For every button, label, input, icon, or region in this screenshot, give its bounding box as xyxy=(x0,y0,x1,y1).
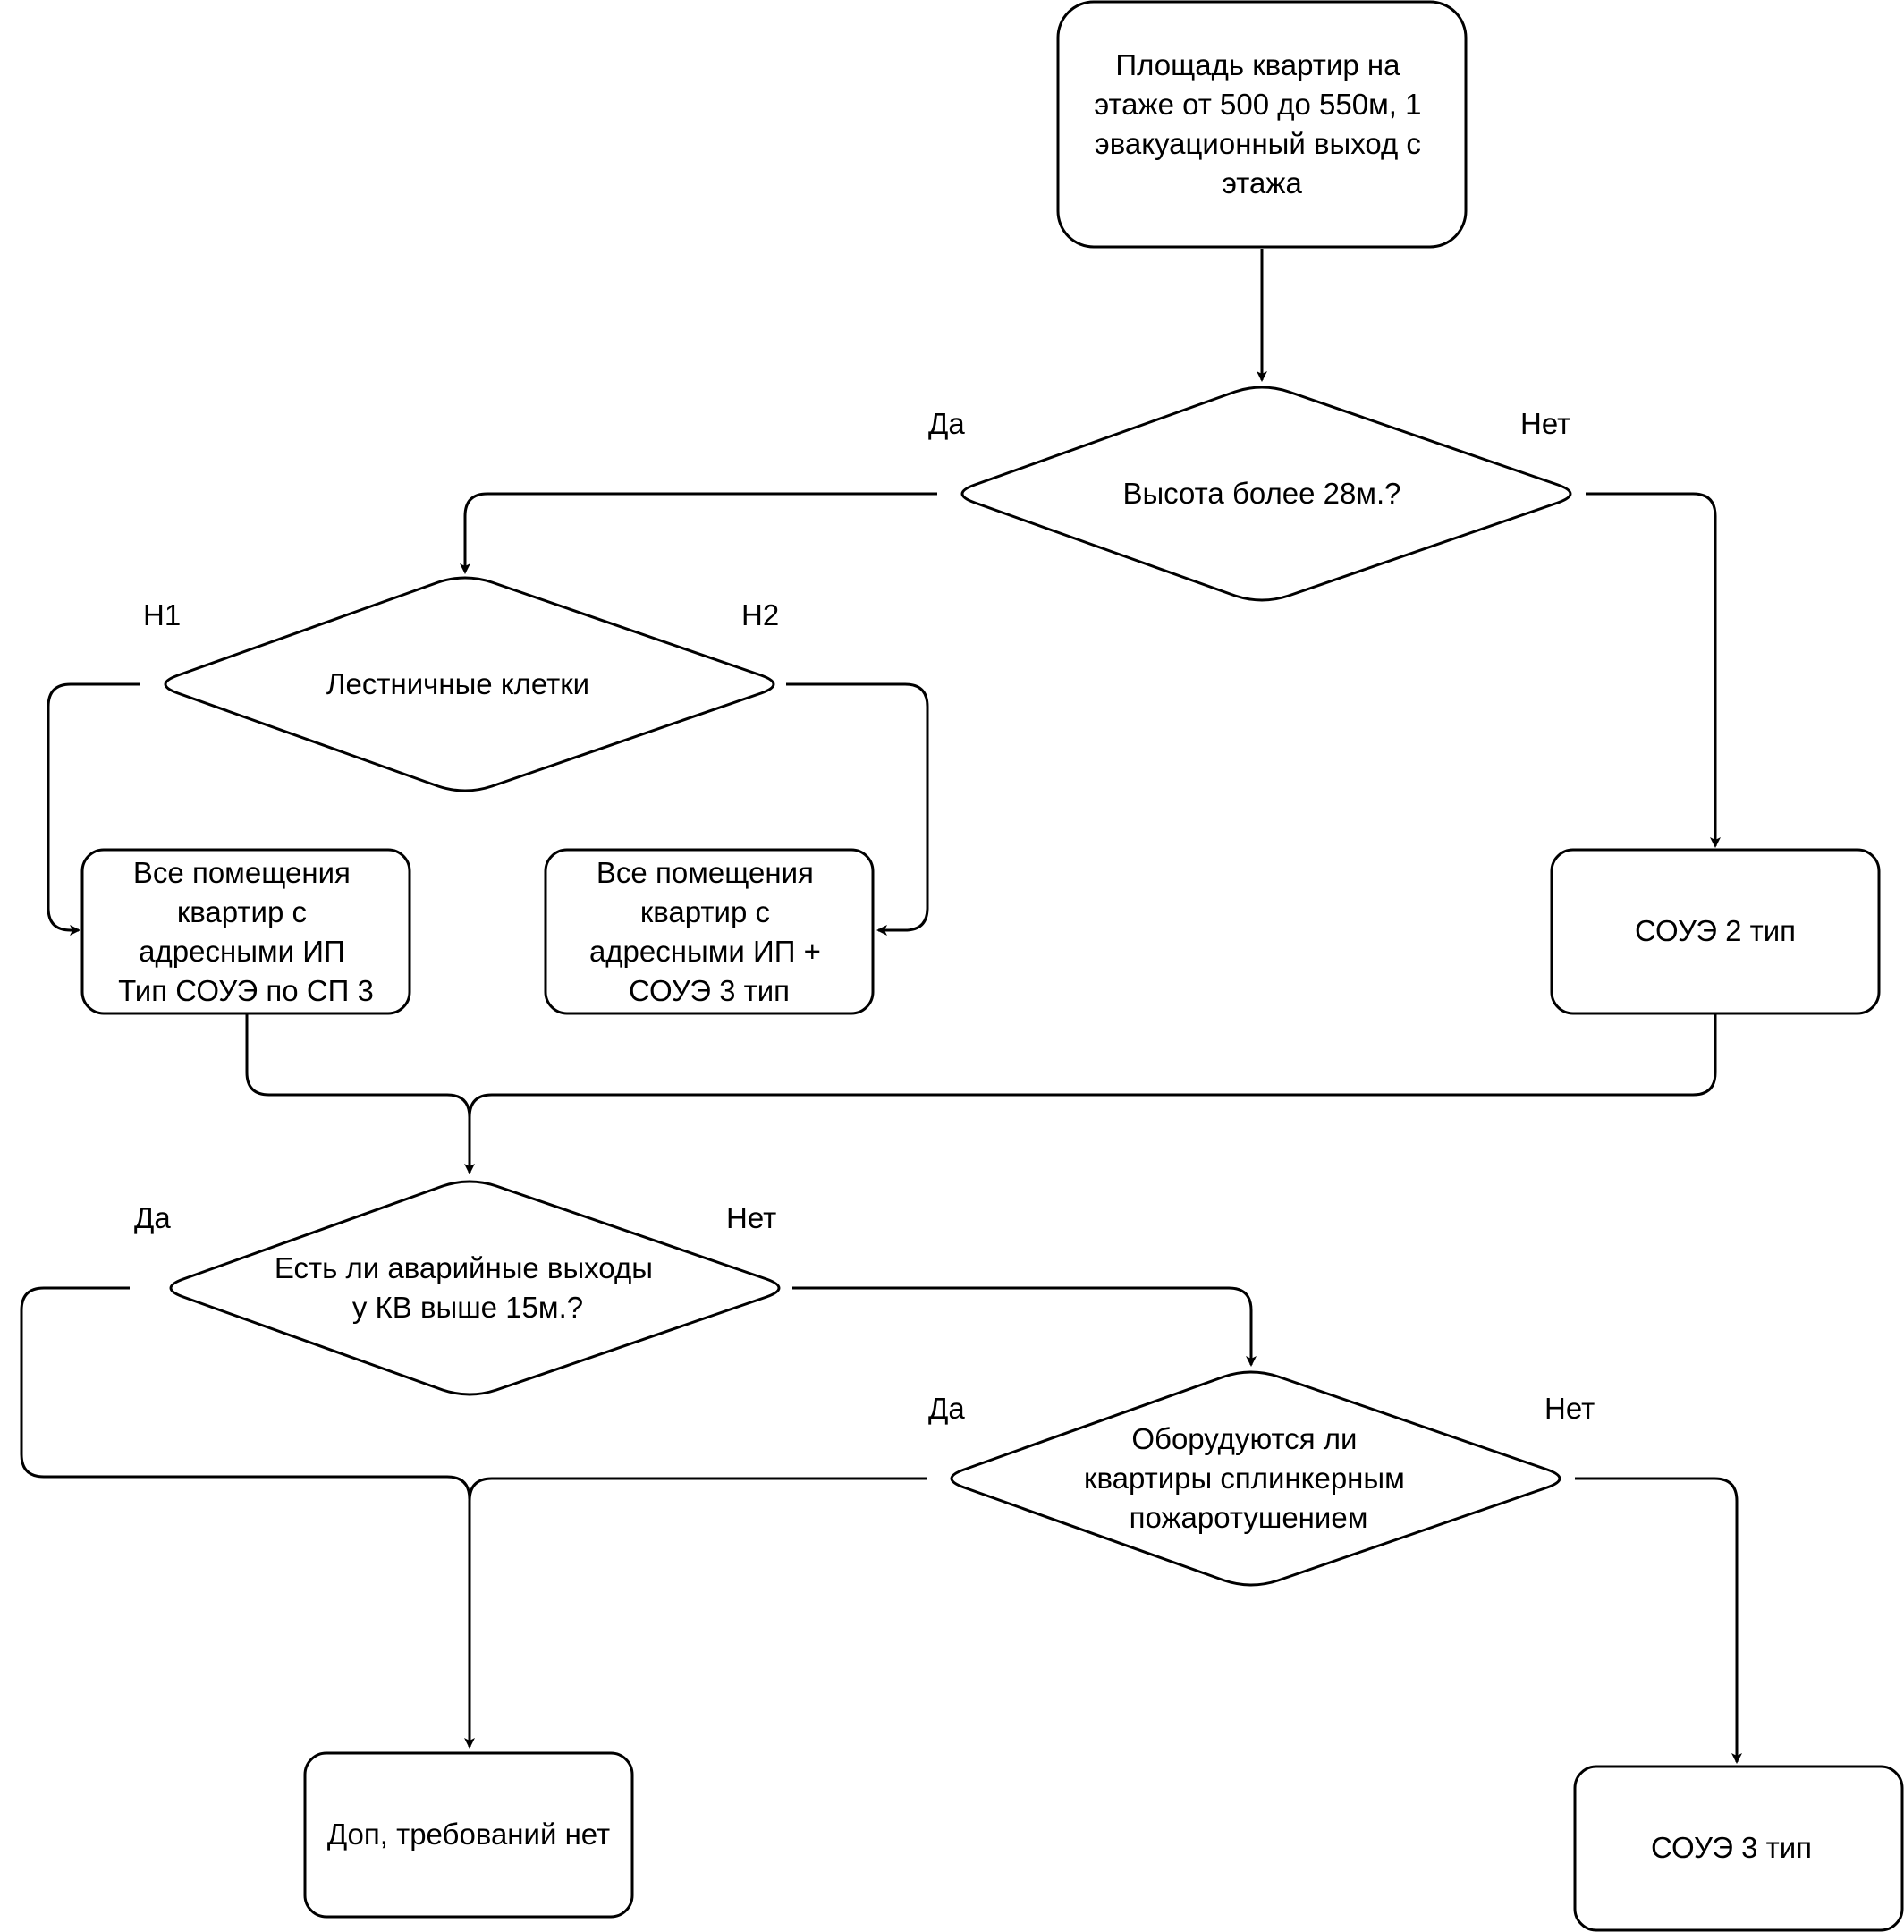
emergency-exits-text: Есть ли аварийные выходы у КВ выше 15м.? xyxy=(275,1251,661,1324)
start-text: Площадь квартир на этаже от 500 до 550м,… xyxy=(1094,48,1429,199)
height-decision-text: Высота более 28м.? xyxy=(1122,477,1400,510)
sprinkler-decision: Оборудуются ли квартиры сплинкерным пожа… xyxy=(950,1370,1561,1587)
sprinkler-text: Оборудуются ли квартиры сплинкерным пожа… xyxy=(1084,1422,1413,1534)
edge-sprinkler-yes xyxy=(464,1477,927,1749)
edge-sprinkler-no xyxy=(1575,1477,1742,1764)
edge-stair-h2 xyxy=(786,682,929,936)
edge-soue2-to-merge xyxy=(464,1013,1717,1174)
height-decision: Высота более 28м.? xyxy=(960,386,1572,602)
h1-result-box: Все помещения квартир с адресными ИП Тип… xyxy=(80,848,411,1015)
label-exits-yes: Да xyxy=(134,1201,171,1234)
emergency-exits-decision: Есть ли аварийные выходы у КВ выше 15м.? xyxy=(169,1180,781,1396)
h2-result-text: Все помещения квартир с адресными ИП + С… xyxy=(589,856,829,1007)
soue3-text: СОУЭ 3 тип xyxy=(1651,1831,1812,1864)
label-stair-h1: Н1 xyxy=(143,598,181,631)
edge-labels: Да Нет Н1 Н2 Да Нет Да Нет xyxy=(134,407,1595,1425)
edge-height-yes xyxy=(460,492,937,574)
edge-exits-yes xyxy=(20,1286,471,1500)
stairwells-decision: Лестничные клетки xyxy=(164,576,775,792)
stairwells-decision-text: Лестничные клетки xyxy=(326,667,589,700)
no-requirements-text: Доп, требований нет xyxy=(327,1818,610,1851)
soue2-box: СОУЭ 2 тип xyxy=(1550,848,1881,1015)
soue3-box: СОУЭ 3 тип xyxy=(1573,1765,1904,1932)
edge-h1-to-merge xyxy=(245,1013,471,1118)
label-sprinkler-yes: Да xyxy=(928,1392,965,1425)
edge-height-no xyxy=(1586,492,1721,848)
label-height-no: Нет xyxy=(1520,407,1570,440)
label-exits-no: Нет xyxy=(726,1201,776,1234)
soue2-text: СОУЭ 2 тип xyxy=(1635,914,1796,947)
no-requirements-box: Доп, требований нет xyxy=(303,1751,634,1919)
label-height-yes: Да xyxy=(928,407,965,440)
start-box: Площадь квартир на этаже от 500 до 550м,… xyxy=(1056,0,1468,249)
label-sprinkler-no: Нет xyxy=(1544,1392,1595,1425)
edge-exits-no xyxy=(792,1286,1257,1367)
edge-stair-h1 xyxy=(47,682,140,936)
h2-result-box: Все помещения квартир с адресными ИП + С… xyxy=(544,848,875,1015)
label-stair-h2: Н2 xyxy=(741,598,779,631)
h1-result-text: Все помещения квартир с адресными ИП Тип… xyxy=(118,856,374,1007)
edges xyxy=(20,249,1742,1764)
